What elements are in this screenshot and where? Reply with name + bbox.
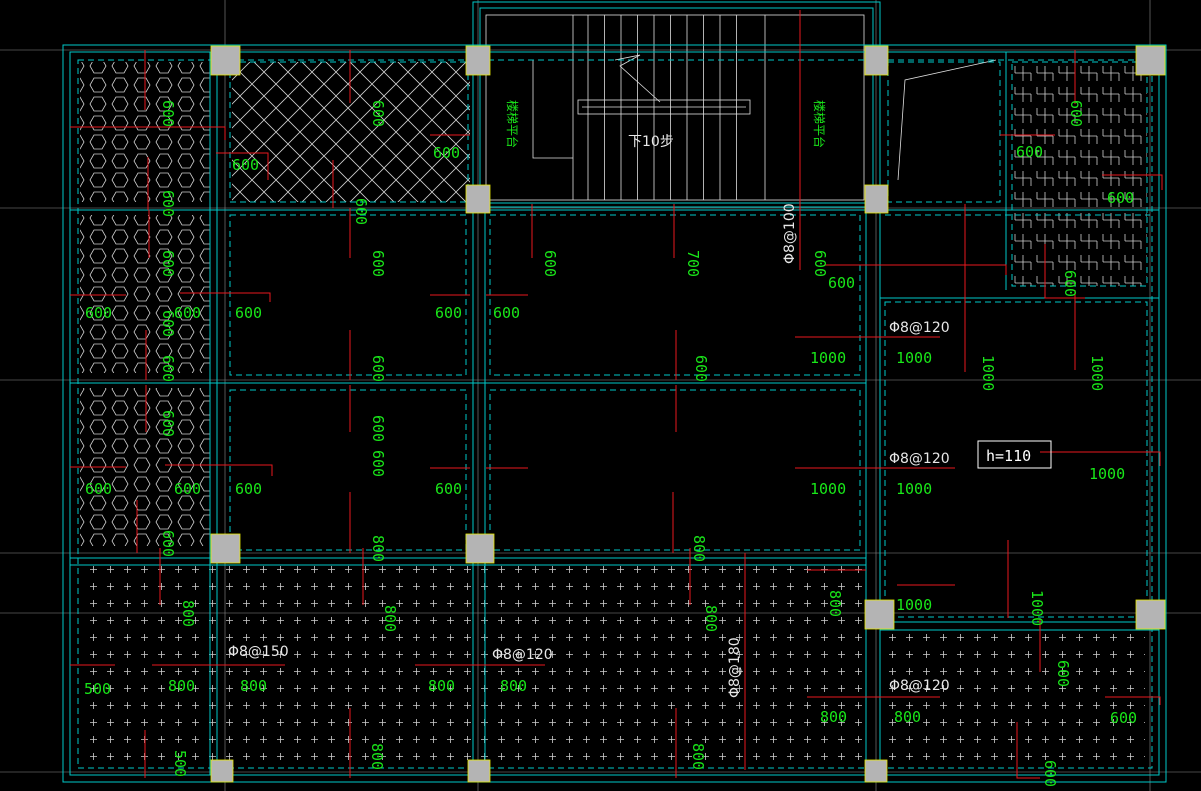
dimension-label: 800 <box>826 590 844 617</box>
dimension-label: 600 <box>352 198 370 225</box>
landing-right-label: 楼梯平台 <box>812 100 827 148</box>
dimension-label: 500 <box>171 750 189 777</box>
dimension-label: 600 <box>159 355 177 382</box>
rebar-note: Φ8@180 <box>727 637 743 698</box>
dimension-labels-horizontal: 600 600 600 600 600 600 600 600 600 1000 1000 600 60… <box>84 143 1137 727</box>
dimension-label: 600 <box>1067 100 1085 127</box>
dimension-labels-vertical: 600 600 600 600 600 600 600 700 600 600 600 600 600 6… <box>159 100 1106 787</box>
dimension-label: 600 <box>174 304 201 322</box>
rebar-note: Φ8@120 <box>889 678 950 694</box>
dimension-label: 1000 <box>810 480 846 498</box>
dimension-label: 800 <box>500 677 527 695</box>
height-tag-text: h=110 <box>986 447 1031 465</box>
rebar-line <box>1105 696 1161 705</box>
dimension-label: 600 <box>1054 660 1072 687</box>
dimension-label: 800 <box>689 743 707 770</box>
rebar-line <box>1040 451 1161 466</box>
dimension-label: 600 <box>435 480 462 498</box>
dimension-label: 600 <box>159 100 177 127</box>
dimension-label: 1000 <box>979 355 997 391</box>
dimension-label: 600 <box>1061 270 1079 297</box>
landing-left-label: 楼梯平台 <box>505 100 520 148</box>
dimension-label: 1000 <box>1089 465 1125 483</box>
height-tag: h=110 <box>977 440 1052 469</box>
rebar-line <box>825 264 1007 275</box>
stair-note: 下10步 <box>628 134 674 150</box>
dimension-label: 600 <box>435 304 462 322</box>
rebar-line <box>1044 244 1085 299</box>
rebar-line <box>180 292 271 302</box>
dimension-label: 600 <box>541 250 559 277</box>
dimension-label: 600 <box>811 250 829 277</box>
rebar-note: Φ8@120 <box>492 647 553 663</box>
dimension-label: 600 <box>159 190 177 217</box>
dimension-label: 1000 <box>1088 355 1106 391</box>
rebar-line <box>1016 722 1040 779</box>
rebar-note: Φ8@120 <box>889 320 950 336</box>
dimension-label: 800 <box>240 677 267 695</box>
dimension-label: 600 <box>433 144 460 162</box>
dimension-label: 800 <box>894 708 921 726</box>
rebar-notes: Φ8@100 Φ8@120 Φ8@120 Φ8@150 Φ8@120 Φ8@18… <box>228 203 950 698</box>
dimension-label: 600 <box>1107 189 1134 207</box>
dimension-label: 1000 <box>896 596 932 614</box>
rebar-line <box>1102 174 1163 190</box>
dimension-label: 800 <box>368 743 386 770</box>
dimension-label: 600 <box>1016 143 1043 161</box>
dimension-label: 600 <box>1041 760 1059 787</box>
dimension-label: 800 <box>168 677 195 695</box>
dimension-label: 1000 <box>810 349 846 367</box>
dimension-label: 800 <box>369 535 387 562</box>
dimension-label: 600 <box>692 355 710 382</box>
dimension-label: 600 <box>235 304 262 322</box>
dimension-label: 1000 <box>896 349 932 367</box>
columns <box>210 45 1166 783</box>
dimension-label: 800 <box>381 605 399 632</box>
dimension-label: 800 <box>820 708 847 726</box>
dimension-label: 600 <box>174 480 201 498</box>
rebar-note: Φ8@120 <box>889 451 950 467</box>
dimension-label: 600 <box>232 156 259 174</box>
dimension-label: 500 <box>84 680 111 698</box>
rebar-note: Φ8@150 <box>228 644 289 660</box>
dimension-label: 600 <box>159 530 177 557</box>
dimension-label: 600 <box>493 304 520 322</box>
rebar-line <box>70 126 226 140</box>
dimension-label: 800 <box>428 677 455 695</box>
dimension-label: 600 <box>369 250 387 277</box>
dimension-label: 600 <box>828 274 855 292</box>
dimension-label: 800 <box>702 605 720 632</box>
rebar-line <box>165 464 273 476</box>
dimension-label: 600 <box>85 480 112 498</box>
dimension-label: 600 <box>1110 709 1137 727</box>
dimension-label: 600 <box>159 250 177 277</box>
dimension-label: 700 <box>684 250 702 277</box>
dimension-label: 800 <box>179 600 197 627</box>
dimension-label: 600 <box>369 355 387 382</box>
dimension-label: 600 <box>369 100 387 127</box>
rebar-line <box>216 152 269 180</box>
rebar-lines <box>70 10 1163 779</box>
dimension-label: 600 <box>235 480 262 498</box>
dimension-label: 600 <box>159 310 177 337</box>
dimension-label: 600 <box>85 304 112 322</box>
dimension-label: 600 <box>159 410 177 437</box>
dimension-label: 600 <box>369 415 387 442</box>
dimension-label: 800 <box>690 535 708 562</box>
stair <box>485 14 997 201</box>
dimension-label: 1000 <box>1028 590 1046 626</box>
dimension-label: 1000 <box>896 480 932 498</box>
rebar-note: Φ8@100 <box>782 203 798 264</box>
dimension-label: 600 <box>369 450 387 477</box>
